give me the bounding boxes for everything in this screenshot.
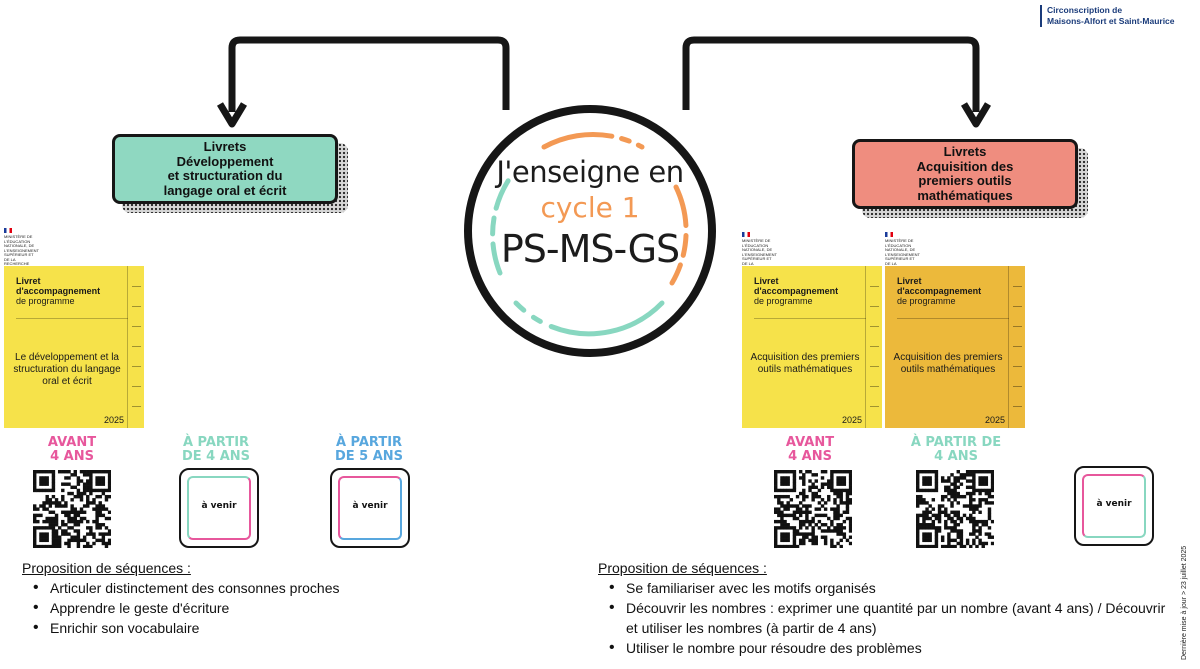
booklet-kicker-2: d'accompagnement	[897, 286, 982, 296]
age-label-line-2: DE 5 ANS	[334, 449, 404, 464]
coming-soon-box: à venir	[1074, 466, 1154, 546]
booklet-maths-2[interactable]: Livret d'accompagnement de programme Acq…	[885, 266, 1025, 428]
age-label-line-2: 4 ANS	[934, 449, 978, 464]
circonscription-name: Maisons-Alfort et Saint-Maurice	[1047, 16, 1175, 26]
booklet-maths-1[interactable]: Livret d'accompagnement de programme Acq…	[742, 266, 882, 428]
right-category-box: Livrets Acquisition des premiers outils …	[852, 139, 1078, 209]
circle-line-2: cycle 1	[540, 191, 640, 224]
ministry-logo-text: MINISTÈRE DE L'ÉDUCATION NATIONALE, DE L…	[4, 234, 39, 266]
list-item: Se familiariser avec les motifs organisé…	[598, 578, 1168, 598]
right-box-line-3: premiers outils	[918, 173, 1012, 188]
right-arrow-head	[960, 102, 992, 128]
circonscription-label: Circonscription de	[1047, 5, 1123, 15]
qr-code-icon[interactable]	[916, 470, 995, 549]
bottom-arc	[513, 300, 665, 337]
age-label-from-4: À PARTIR DE 4 ANS	[906, 436, 1006, 464]
left-box-line-1: Livrets	[203, 139, 247, 154]
left-proposition-list: Proposition de séquences : Articuler dis…	[22, 558, 462, 638]
left-proposition-title: Proposition de séquences :	[22, 560, 191, 576]
list-item: Découvrir les nombres : exprimer une qua…	[598, 598, 1168, 638]
coming-soon-box: à venir	[179, 468, 259, 548]
circle-line-3: PS-MS-GS	[500, 227, 680, 271]
booklet-year: 2025	[103, 415, 124, 425]
circle-line-1: J'enseigne en	[496, 155, 684, 189]
booklet-kicker-3: de programme	[897, 296, 956, 306]
age-label-line-2: 4 ANS	[50, 449, 94, 464]
age-label-line-1: À PARTIR	[335, 435, 403, 450]
ministry-logo: MINISTÈRE DE L'ÉDUCATION NATIONALE, DE L…	[742, 232, 777, 270]
list-item: Articuler distinctement des consonnes pr…	[22, 578, 462, 598]
left-box-line-2: Développement	[176, 153, 274, 169]
top-arc	[541, 132, 645, 150]
booklet-kicker-2: d'accompagnement	[754, 286, 839, 296]
coming-soon-label: à venir	[352, 501, 388, 511]
booklet-title: Acquisition des premiers outils mathémat…	[750, 352, 860, 375]
right-arc	[669, 184, 689, 286]
left-connector-line	[228, 36, 510, 112]
coming-soon-box: à venir	[330, 468, 410, 548]
ministry-logo: MINISTÈRE DE L'ÉDUCATION NATIONALE, DE L…	[885, 232, 920, 270]
age-label-line-2: 4 ANS	[788, 449, 832, 464]
circle-arcs	[490, 132, 689, 337]
coming-soon-label: à venir	[1096, 499, 1132, 509]
booklet-title: Le développement et la structuration du …	[13, 352, 121, 387]
booklet-kicker: Livret	[16, 276, 41, 286]
booklet-title: Acquisition des premiers outils mathémat…	[893, 352, 1003, 375]
booklet-kicker-3: de programme	[16, 296, 75, 306]
list-item: Apprendre le geste d'écriture	[22, 598, 462, 618]
coming-soon-label: à venir	[201, 501, 237, 511]
age-label-from-4: À PARTIR DE 4 ANS	[166, 436, 266, 464]
cycle-badge: J'enseigne en cycle 1 PS-MS-GS	[464, 105, 716, 357]
age-label-line-1: AVANT	[47, 435, 97, 450]
right-box-line-1: Livrets	[943, 144, 987, 159]
age-label-before-4: AVANT 4 ANS	[760, 436, 860, 464]
age-label-line-1: À PARTIR DE	[910, 435, 1002, 450]
qr-code-icon[interactable]	[33, 470, 112, 549]
age-label-before-4: AVANT 4 ANS	[22, 436, 122, 464]
left-category-box: Livrets Développement et structuration d…	[112, 134, 338, 204]
qr-code-icon[interactable]	[774, 470, 853, 549]
right-box-line-2: Acquisition des	[916, 158, 1014, 174]
left-arrow-head	[216, 102, 248, 128]
ministry-logo: MINISTÈRE DE L'ÉDUCATION NATIONALE, DE L…	[4, 228, 39, 266]
circonscription-header: Circonscription de Maisons-Alfort et Sai…	[1040, 5, 1200, 27]
right-connector-line	[682, 36, 980, 112]
right-proposition-title: Proposition de séquences :	[598, 560, 767, 576]
booklet-kicker: Livret	[897, 276, 922, 286]
booklet-year: 2025	[841, 415, 862, 425]
list-item: Enrichir son vocabulaire	[22, 618, 462, 638]
right-box-line-4: mathématiques	[917, 187, 1013, 203]
left-box-line-4: langage oral et écrit	[163, 182, 287, 198]
age-label-line-2: DE 4 ANS	[181, 449, 251, 464]
left-box-line-3: et structuration du	[167, 168, 283, 183]
booklet-langage[interactable]: Livret d'accompagnement de programme Le …	[4, 266, 144, 428]
left-arc	[490, 172, 515, 276]
booklet-kicker-2: d'accompagnement	[16, 286, 101, 296]
list-item: Utiliser le nombre pour résoudre des pro…	[598, 638, 1168, 658]
booklet-year: 2025	[984, 415, 1005, 425]
age-label-line-1: À PARTIR	[182, 435, 250, 450]
booklet-kicker-3: de programme	[754, 296, 813, 306]
booklet-kicker: Livret	[754, 276, 779, 286]
age-label-line-1: AVANT	[785, 435, 835, 450]
right-proposition-list: Proposition de séquences : Se familiaris…	[598, 558, 1168, 658]
age-label-from-5: À PARTIR DE 5 ANS	[319, 436, 419, 464]
